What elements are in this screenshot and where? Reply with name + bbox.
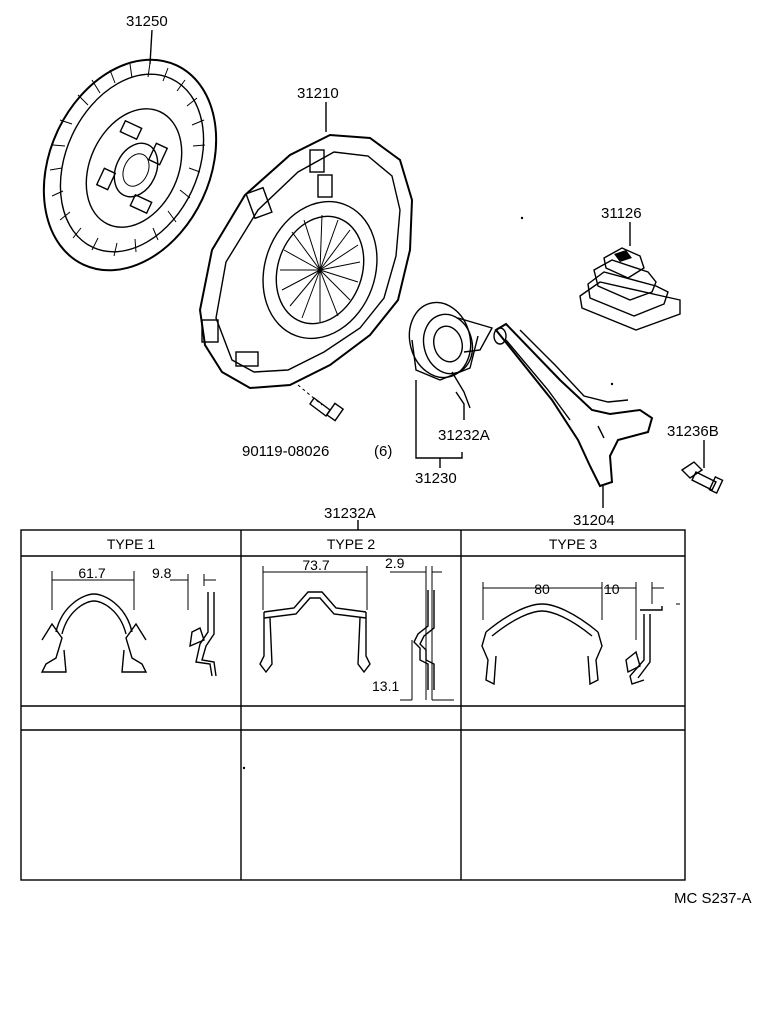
- clip-types-table: [20, 529, 686, 881]
- clutch-disc-part-number: 31250: [126, 13, 168, 30]
- type-2-depth-dim: 13.1: [372, 678, 399, 694]
- bearing-leader-lines: [415, 380, 465, 468]
- type-1-clip-drawing: [40, 571, 217, 677]
- boot-part-number: 31126: [601, 205, 642, 222]
- clip-part-number: 31232A: [438, 427, 490, 444]
- clutch-cover-drawing: [198, 102, 414, 406]
- type-2-clip-drawing: [259, 566, 454, 701]
- release-fork-part-number: 31204: [573, 512, 615, 529]
- type-2-header: TYPE 2: [327, 536, 375, 552]
- table-part-number: 31232A: [324, 505, 376, 522]
- type-1-header: TYPE 1: [107, 536, 155, 552]
- release-fork-drawing: [493, 322, 654, 508]
- type-1-width-dim: 61.7: [78, 565, 105, 581]
- type-2-width-dim: 73.7: [302, 557, 329, 573]
- diagram-code: MC S237-A: [674, 890, 752, 907]
- clutch-disc-drawing: [42, 29, 218, 272]
- type-3-thickness-dim: 10: [604, 581, 620, 597]
- release-bearing-drawing: [408, 301, 494, 409]
- type-1-thickness-dim: 9.8: [152, 565, 172, 581]
- bolt-drawing: [309, 396, 345, 422]
- bolt-part-number: 90119-08026: [242, 443, 329, 460]
- type-3-width-dim: 80: [534, 581, 550, 597]
- type-3-header: TYPE 3: [549, 536, 597, 552]
- type-3-clip-drawing: [481, 582, 680, 686]
- fork-stud-part-number: 31236B: [667, 423, 719, 440]
- clutch-cover-part-number: 31210: [297, 85, 339, 102]
- boot-drawing: [579, 222, 681, 331]
- type-2-thickness-dim: 2.9: [385, 555, 405, 571]
- bolt-quantity: (6): [374, 443, 392, 460]
- bearing-part-number: 31230: [415, 470, 457, 487]
- fork-stud-drawing: [680, 440, 724, 494]
